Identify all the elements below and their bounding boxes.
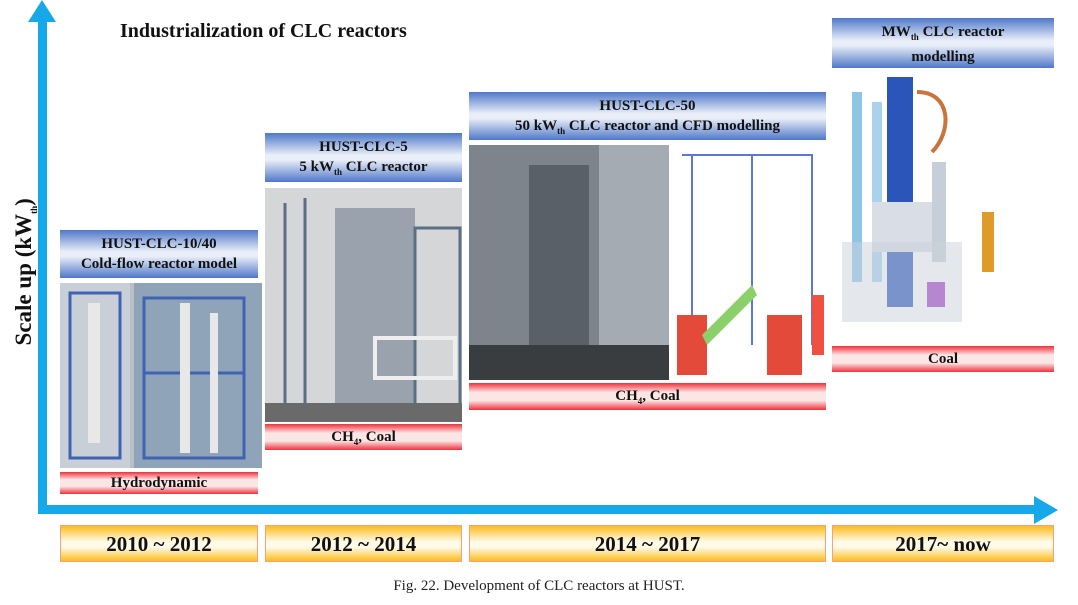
period-2017-now: 2017~ now [832,525,1054,562]
y-axis-arrow [38,18,47,514]
stage-1-photo [60,283,262,468]
stage-3-photo [469,145,669,380]
cfd-simulation-image [672,145,826,380]
period-2012-2014: 2012 ~ 2014 [265,525,462,562]
stage-2-header: HUST-CLC-5 5 kWth CLC reactor [265,133,462,182]
stage-1-fuel-label: Hydrodynamic [60,472,258,494]
period-2014-2017: 2014 ~ 2017 [469,525,826,562]
mw-reactor-model-image [832,72,1054,340]
stage-4-header: MWth CLC reactor modelling [832,18,1054,68]
y-arrowhead-icon [28,0,56,22]
period-2010-2012: 2010 ~ 2012 [60,525,258,562]
stage-4-fuel-label: Coal [832,346,1054,372]
stage-3-fuel-label: CH4, Coal [469,383,826,410]
x-axis-arrow [38,505,1038,514]
stage-2-photo [265,188,462,422]
stage-2-fuel-label: CH4, Coal [265,424,462,450]
y-axis-label: Scale up (kWth) [11,198,39,346]
stage-3-header: HUST-CLC-50 50 kWth CLC reactor and CFD … [469,92,826,140]
figure-title: Industrialization of CLC reactors [120,20,407,42]
figure-caption: Fig. 22. Development of CLC reactors at … [393,578,685,594]
x-arrowhead-icon [1034,496,1058,524]
